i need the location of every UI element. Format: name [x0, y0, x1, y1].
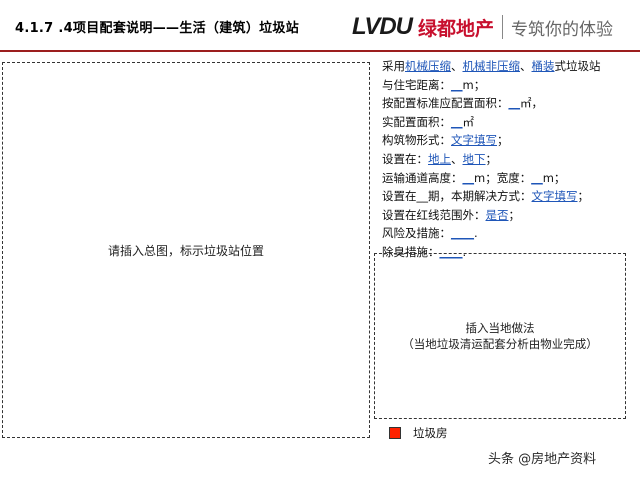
logo-latin: LVDU	[352, 13, 413, 40]
legend-label: 垃圾房	[413, 426, 448, 440]
section-title: 4.1.7 .4项目配套说明——生活（建筑）垃圾站	[15, 21, 300, 36]
watermark: 头条 @房地产资料	[488, 452, 597, 467]
info-text: .	[474, 226, 478, 241]
info-row-actual-area: 实配置面积：__㎡	[382, 113, 632, 132]
info-text: 按配置标准应配置面积：	[382, 96, 509, 111]
company-logo: LVDU 绿都地产 专筑你的体验	[352, 10, 613, 44]
info-text: ；	[577, 189, 590, 204]
info-text: 、	[451, 59, 463, 73]
info-text: 式垃圾站	[554, 59, 601, 73]
logo-slogan: 专筑你的体验	[511, 19, 614, 40]
info-row-structure-form: 构筑物形式：文字填写；	[382, 131, 632, 150]
info-row-outside-redline: 设置在红线范围外：是否；	[382, 206, 632, 225]
logo-divider	[502, 15, 504, 39]
info-text: ；	[485, 151, 498, 166]
info-text: ㎡	[462, 114, 475, 129]
legend: 垃圾房	[389, 425, 448, 441]
standard-area-blank[interactable]: __	[508, 96, 521, 111]
site-plan-placeholder[interactable]: 请插入总图，标示垃圾站位置	[2, 62, 370, 438]
info-text: 采用	[382, 59, 405, 73]
phase-solution-link[interactable]: 文字填写	[531, 189, 578, 204]
info-text: m；	[462, 77, 486, 92]
info-text: 构筑物形式：	[382, 133, 451, 148]
info-row-standard-area: 按配置标准应配置面积：__㎡，	[382, 94, 632, 113]
option-link-mechanical-non-compression[interactable]: 机械非压缩	[462, 59, 521, 73]
structure-form-link[interactable]: 文字填写	[451, 133, 497, 148]
info-text: 与住宅距离：	[382, 77, 451, 92]
info-row-type: 采用机械压缩、机械非压缩、桶装式垃圾站	[382, 57, 632, 76]
info-text: 除臭措施：	[382, 244, 440, 259]
info-text: m；宽度：	[474, 170, 532, 185]
header-bar: 4.1.7 .4项目配套说明——生活（建筑）垃圾站 LVDU 绿都地产 专筑你的…	[0, 0, 640, 52]
local-practice-note: （当地垃圾清运配套分析由物业完成）	[402, 337, 598, 351]
info-row-deodorize: 除臭措施：____.	[382, 243, 632, 262]
deodorize-blank[interactable]: ____	[439, 244, 463, 259]
option-link-above-ground[interactable]: 地上	[428, 151, 451, 166]
header-rule	[0, 50, 640, 52]
local-practice-placeholder[interactable]: 插入当地做法 （当地垃圾清运配套分析由物业完成）	[374, 253, 626, 419]
station-info-panel: 采用机械压缩、机械非压缩、桶装式垃圾站 与住宅距离：__m； 按配置标准应配置面…	[382, 57, 632, 262]
option-link-underground[interactable]: 地下	[462, 151, 486, 166]
risk-blank[interactable]: ____	[451, 226, 474, 241]
info-text: .	[462, 244, 467, 259]
info-row-location: 设置在：地上、地下；	[382, 150, 632, 169]
info-row-distance: 与住宅距离：__m；	[382, 76, 632, 95]
logo-chinese: 绿都地产	[418, 17, 495, 40]
info-text: 设置在红线范围外：	[382, 207, 486, 222]
info-text: ；	[508, 207, 521, 222]
info-text: 设置在：	[382, 151, 428, 166]
outside-redline-link[interactable]: 是否	[485, 207, 509, 222]
info-text: 运输通道高度：	[382, 170, 463, 185]
site-plan-placeholder-text: 请插入总图，标示垃圾站位置	[107, 243, 264, 258]
info-text: 风险及措施：	[382, 226, 451, 241]
info-row-phase: 设置在__期，本期解决方式：文字填写；	[382, 187, 632, 206]
distance-blank[interactable]: __	[451, 77, 463, 92]
passage-height-blank[interactable]: __	[462, 170, 475, 185]
info-text: 、	[520, 59, 532, 73]
info-text: ；	[497, 133, 509, 148]
option-link-mechanical-compression[interactable]: 机械压缩	[405, 59, 451, 73]
local-practice-title: 插入当地做法	[465, 321, 535, 335]
info-row-risk: 风险及措施：____.	[382, 224, 632, 243]
info-text: 实配置面积：	[382, 114, 451, 129]
info-text: m；	[542, 170, 566, 185]
actual-area-blank[interactable]: __	[451, 114, 463, 129]
legend-swatch	[389, 427, 401, 439]
info-row-passage: 运输通道高度：__m；宽度：__m；	[382, 169, 632, 188]
info-text: ㎡，	[520, 96, 543, 111]
option-link-bucket[interactable]: 桶装	[531, 59, 555, 73]
info-text: 、	[451, 151, 463, 166]
info-text: 设置在__期，本期解决方式：	[382, 189, 532, 204]
passage-width-blank[interactable]: __	[531, 170, 543, 185]
